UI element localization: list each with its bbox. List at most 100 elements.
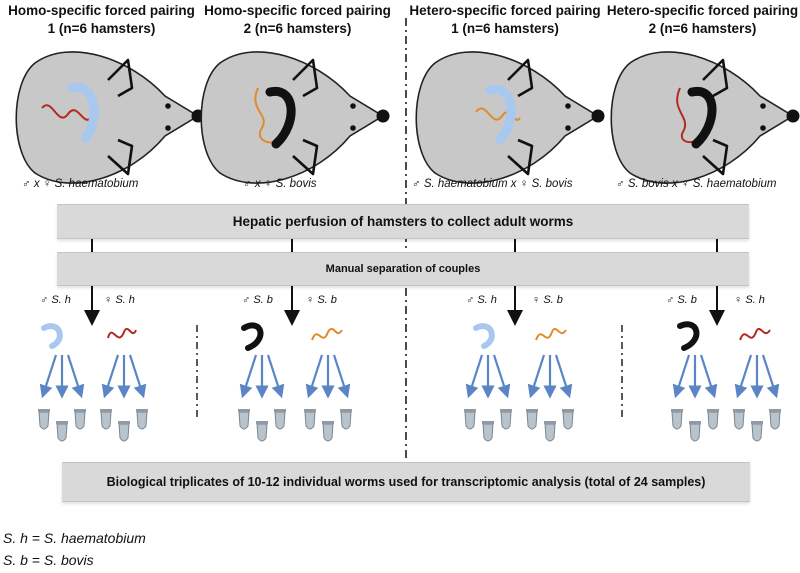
hamster-icon-2 <box>199 50 391 185</box>
blue-arrow <box>699 354 718 399</box>
tube-icon <box>55 420 69 442</box>
times-symbol: x <box>33 178 40 190</box>
legend-line-1: S. h = S. haematobium <box>3 530 146 546</box>
worm-female-sb-2 <box>311 327 343 341</box>
tube-icon <box>73 408 87 430</box>
cross-male-4: S. bovis <box>627 178 669 190</box>
blue-arrow <box>66 354 85 399</box>
blue-arrow <box>554 354 573 399</box>
triplicate-set-8 <box>732 354 782 442</box>
blue-arrow <box>305 354 324 399</box>
blue-arrow <box>332 354 351 399</box>
separation-bar: Manual separation of couples <box>57 252 749 286</box>
female-symbol: ♀ <box>263 178 273 190</box>
tube-icon <box>237 408 251 430</box>
perfusion-bar: Hepatic perfusion of hamsters to collect… <box>57 204 749 239</box>
female-symbol: ♀ <box>42 178 52 190</box>
group-title-3: Hetero-specific forced pairing 1 (n=6 ha… <box>409 3 601 36</box>
triplicate-set-1 <box>37 354 87 442</box>
cross-female-3: S. bovis <box>531 178 573 190</box>
blue-arrow <box>465 354 484 399</box>
tube-icon <box>339 408 353 430</box>
tube-icon <box>499 408 513 430</box>
worm-label-8: ♀ S. h <box>734 294 765 306</box>
worm-pair-2 <box>254 86 296 149</box>
worm-male-sh-3 <box>473 323 495 349</box>
tube-icon <box>117 420 131 442</box>
tube-icon <box>768 408 782 430</box>
triplicate-arrows-and-tubes <box>37 354 782 442</box>
blue-arrow <box>734 354 753 399</box>
male-symbol: ♂ <box>243 178 252 190</box>
tube-icon <box>37 408 51 430</box>
male-symbol: ♂ <box>22 178 31 190</box>
cross-label-3: ♂ S. haematobium x ♀ S. bovis <box>412 178 572 190</box>
triplicate-set-6 <box>525 354 575 442</box>
triplicate-set-7 <box>670 354 720 442</box>
female-symbol: ♀ <box>680 178 690 190</box>
tube-icon <box>303 408 317 430</box>
tube-icon <box>561 408 575 430</box>
worm-male-sh-1 <box>41 323 63 349</box>
worm-label-6: ♀ S. b <box>532 294 563 306</box>
worm-label-1: ♂ S. h <box>40 294 71 306</box>
worm-male-sb-4 <box>677 321 700 351</box>
female-symbol: ♀ <box>734 294 743 306</box>
tube-icon <box>732 408 746 430</box>
tube-icon <box>750 420 764 442</box>
male-symbol: ♂ <box>40 294 49 306</box>
tube-icon <box>525 408 539 430</box>
triplicates-bar: Biological triplicates of 10-12 individu… <box>62 462 750 502</box>
tube-icon <box>481 420 495 442</box>
cross-female-4: S. haematobium <box>692 178 777 190</box>
worm-label-3: ♂ S. b <box>242 294 273 306</box>
hamster-icon-1 <box>14 50 206 185</box>
blue-arrow <box>101 354 120 399</box>
blue-arrow <box>527 354 546 399</box>
times-symbol: x <box>671 178 678 190</box>
blue-arrow <box>39 354 58 399</box>
worm-male-sb-2 <box>241 322 264 351</box>
worm-label-4: ♀ S. b <box>306 294 337 306</box>
tube-icon <box>321 420 335 442</box>
female-symbol: ♀ <box>532 294 541 306</box>
male-symbol: ♂ <box>616 178 625 190</box>
blue-arrow <box>239 354 258 399</box>
tube-icon <box>670 408 684 430</box>
legend-line-2: S. b = S. bovis <box>3 552 94 568</box>
cross-label-2: ♂ x ♀ S. bovis <box>243 178 317 190</box>
male-symbol: ♂ <box>466 294 475 306</box>
male-symbol: ♂ <box>242 294 251 306</box>
blue-arrow <box>128 354 147 399</box>
tube-icon <box>255 420 269 442</box>
triplicate-set-5 <box>463 354 513 442</box>
group-title-4: Hetero-specific forced pairing 2 (n=6 ha… <box>606 3 799 36</box>
tube-icon <box>135 408 149 430</box>
female-symbol: ♀ <box>104 294 113 306</box>
triplicate-set-2 <box>99 354 149 442</box>
tube-icon <box>706 408 720 430</box>
triplicate-set-3 <box>237 354 287 442</box>
group-title-2: Homo-specific forced pairing 2 (n=6 hams… <box>204 3 391 36</box>
worm-label-7: ♂ S. b <box>666 294 697 306</box>
blue-arrow <box>672 354 691 399</box>
worm-pair-3 <box>475 84 521 145</box>
group-title-1: Homo-specific forced pairing 1 (n=6 hams… <box>8 3 195 36</box>
times-symbol: x <box>254 178 261 190</box>
cross-label-4: ♂ S. bovis x ♀ S. haematobium <box>616 178 776 190</box>
female-symbol: ♀ <box>519 178 529 190</box>
cross-species-2: S. bovis <box>275 178 317 190</box>
cross-species-1: S. haematobium <box>54 178 139 190</box>
worm-female-sh-4 <box>739 327 771 341</box>
cross-label-1: ♂ x ♀ S. haematobium <box>22 178 138 190</box>
worm-female-sh-1 <box>107 327 137 339</box>
worm-pair-4 <box>676 86 717 149</box>
blue-arrow <box>266 354 285 399</box>
tube-icon <box>463 408 477 430</box>
times-symbol: x <box>510 178 517 190</box>
worm-label-2: ♀ S. h <box>104 294 135 306</box>
cross-male-3: S. haematobium <box>423 178 508 190</box>
worm-female-sb-3 <box>535 327 567 341</box>
tube-icon <box>688 420 702 442</box>
